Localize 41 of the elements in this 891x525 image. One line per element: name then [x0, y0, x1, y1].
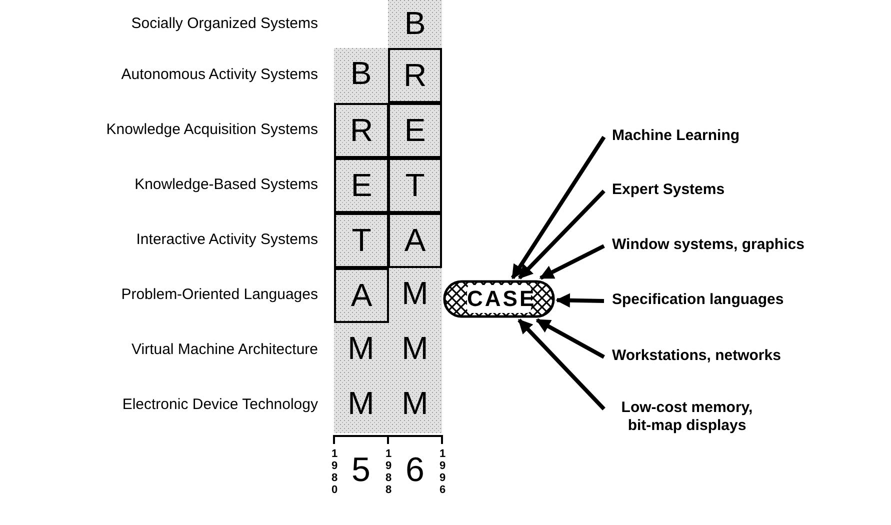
row-label: Socially Organized Systems	[130, 15, 318, 33]
boxed-letter: T	[388, 158, 442, 213]
source-label: Specification languages	[612, 291, 784, 309]
boxed-letter: R	[334, 103, 389, 158]
row-label: Knowledge Acquisition Systems	[105, 121, 318, 139]
source-label: Window systems, graphics	[612, 236, 804, 254]
row-label: Autonomous Activity Systems	[120, 66, 318, 84]
arrow	[536, 318, 605, 359]
arrow	[518, 190, 606, 280]
boxed-letter: E	[334, 158, 389, 213]
arrow	[518, 318, 606, 410]
stage-letter: M	[400, 329, 430, 368]
source-label: Workstations, networks	[612, 347, 781, 365]
boxed-letter: T	[334, 213, 389, 268]
row-label: Virtual Machine Architecture	[130, 341, 318, 359]
node-label: CASE	[467, 285, 531, 313]
arrow	[556, 293, 604, 308]
year-label: 1980	[330, 448, 339, 496]
boxed-letter: E	[388, 103, 442, 158]
row-label: Interactive Activity Systems	[135, 231, 318, 249]
stage-letter: M	[346, 384, 376, 423]
arrow	[539, 244, 605, 280]
source-label: Expert Systems	[612, 181, 725, 199]
arrow	[510, 136, 606, 280]
source-label: Low-cost memory, bit-map displays	[612, 399, 762, 435]
year-label: 1996	[438, 448, 447, 496]
generation-number: 5	[350, 450, 372, 490]
source-label: Machine Learning	[612, 127, 740, 145]
boxed-letter: A	[388, 213, 442, 268]
stage-letter: M	[346, 329, 376, 368]
row-label: Electronic Device Technology	[121, 396, 318, 414]
generation-number: 6	[404, 450, 426, 490]
row-label: Knowledge-Based Systems	[134, 176, 318, 194]
stage-letter: B	[403, 4, 427, 43]
stage-letter: M	[400, 384, 430, 423]
boxed-letter: A	[334, 268, 389, 323]
year-label: 1988	[384, 448, 393, 496]
stage-letter: B	[349, 54, 373, 93]
boxed-letter: R	[388, 48, 442, 103]
row-label: Problem-Oriented Languages	[120, 286, 318, 304]
stage-letter: M	[400, 274, 430, 313]
